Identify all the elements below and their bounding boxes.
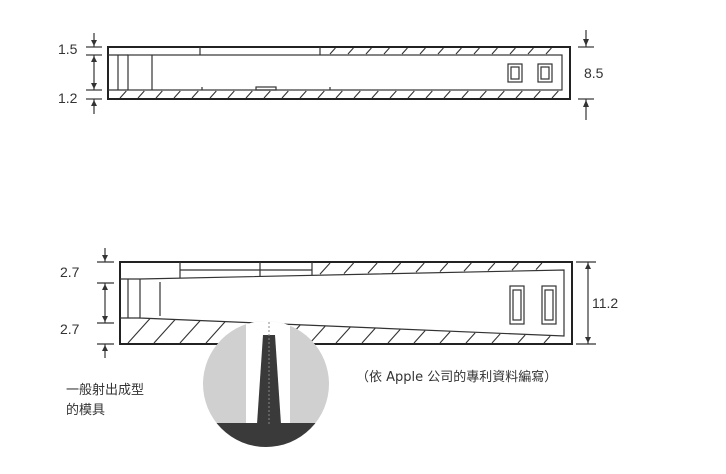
hatch-stroke bbox=[545, 47, 552, 55]
hatch-stroke bbox=[511, 262, 519, 271]
hatch-stroke bbox=[527, 47, 534, 55]
hatch-stroke bbox=[367, 262, 378, 274]
hatch-stroke bbox=[551, 90, 559, 99]
hatch-stroke bbox=[299, 90, 307, 99]
hatch-stroke bbox=[479, 90, 487, 99]
top-slot-right bbox=[537, 63, 553, 83]
hatch-stroke bbox=[473, 47, 480, 55]
hatch-stroke bbox=[535, 262, 543, 270]
hatch-stroke bbox=[329, 47, 336, 55]
hatch-stroke bbox=[491, 47, 498, 55]
dim-height-8-5: 8.5 bbox=[584, 65, 604, 81]
hatch-stroke bbox=[127, 318, 151, 344]
hatch-stroke bbox=[533, 90, 541, 99]
hatch-stroke bbox=[455, 47, 462, 55]
hatch-stroke bbox=[465, 332, 476, 344]
hatch-stroke bbox=[245, 90, 253, 99]
hatch-stroke bbox=[119, 90, 127, 99]
top-wall-hatch bbox=[329, 47, 552, 55]
hatch-stroke bbox=[461, 90, 469, 99]
bottom-wall-hatch bbox=[119, 90, 559, 99]
hatch-stroke bbox=[155, 90, 163, 99]
hatch-stroke bbox=[391, 262, 402, 274]
top-bottom-bump bbox=[255, 86, 277, 91]
top-outer-outline bbox=[107, 46, 571, 100]
hatch-stroke bbox=[543, 335, 551, 344]
dim-top-wall-2-7: 2.7 bbox=[60, 264, 80, 280]
bottom-outer-outline bbox=[119, 261, 573, 345]
hatch-stroke bbox=[487, 262, 496, 271]
hatch-stroke bbox=[343, 262, 355, 275]
hatch-stroke bbox=[205, 321, 226, 344]
hatch-stroke bbox=[173, 90, 181, 99]
dim-height-11-2: 11.2 bbox=[592, 295, 618, 311]
bottom-tapered-cavity bbox=[139, 269, 565, 337]
hatch-stroke bbox=[443, 90, 451, 99]
hatch-stroke bbox=[361, 328, 376, 344]
hatch-stroke bbox=[263, 90, 271, 99]
hatch-stroke bbox=[309, 325, 326, 344]
top-slot-left bbox=[507, 63, 523, 83]
bottom-part-section bbox=[119, 261, 573, 345]
hatch-stroke bbox=[179, 320, 201, 344]
hatch-stroke bbox=[439, 331, 451, 344]
mold-detail-circle bbox=[203, 321, 329, 447]
hatch-stroke bbox=[335, 326, 351, 344]
hatch-stroke bbox=[387, 329, 401, 344]
hatch-stroke bbox=[419, 47, 426, 55]
hatch-stroke bbox=[209, 90, 217, 99]
hatch-stroke bbox=[517, 334, 526, 344]
dim-bottom-wall-1-2: 1.2 bbox=[58, 90, 78, 106]
hatch-stroke bbox=[353, 90, 361, 99]
hatch-stroke bbox=[437, 47, 444, 55]
hatch-stroke bbox=[509, 47, 516, 55]
mold-caption-line2: 的模具 bbox=[66, 402, 105, 418]
hatch-stroke bbox=[407, 90, 415, 99]
hatch-stroke bbox=[319, 262, 331, 275]
hatch-stroke bbox=[281, 90, 289, 99]
bottom-slot-left bbox=[509, 285, 525, 325]
hatch-stroke bbox=[491, 333, 501, 344]
hatch-stroke bbox=[317, 90, 325, 99]
hatch-stroke bbox=[439, 262, 449, 273]
hatch-stroke bbox=[497, 90, 505, 99]
bottom-left-dimensions: 2.7 2.7 bbox=[60, 248, 114, 358]
hatch-stroke bbox=[463, 262, 472, 272]
hatch-stroke bbox=[425, 90, 433, 99]
hatch-stroke bbox=[371, 90, 379, 99]
dim-top-wall-1-5: 1.5 bbox=[58, 41, 78, 57]
top-right-dimension: 8.5 bbox=[578, 30, 604, 120]
bottom-slot-right bbox=[541, 285, 557, 325]
hatch-stroke bbox=[401, 47, 408, 55]
top-inner-cavity bbox=[127, 54, 563, 91]
hatch-stroke bbox=[383, 47, 390, 55]
mold-caption-line1: 一般射出成型 bbox=[66, 382, 144, 398]
hatch-stroke bbox=[191, 90, 199, 99]
bottom-bottom-wall-hatch bbox=[127, 318, 551, 344]
hatch-stroke bbox=[137, 90, 145, 99]
hatch-stroke bbox=[347, 47, 354, 55]
dim-bottom-wall-2-7: 2.7 bbox=[60, 321, 80, 337]
hatch-stroke bbox=[389, 90, 397, 99]
hatch-stroke bbox=[515, 90, 523, 99]
hatch-stroke bbox=[413, 330, 426, 344]
bottom-right-dimension: 11.2 bbox=[576, 261, 618, 345]
hatch-stroke bbox=[415, 262, 425, 273]
hatch-stroke bbox=[153, 319, 176, 344]
hatch-stroke bbox=[365, 47, 372, 55]
top-part-section bbox=[107, 46, 571, 100]
hatch-stroke bbox=[335, 90, 343, 99]
bottom-top-wall-hatch bbox=[319, 262, 543, 275]
source-note: （依 Apple 公司的專利資料編寫） bbox=[356, 369, 557, 385]
top-left-dimensions: 1.5 1.2 bbox=[58, 33, 102, 114]
hatch-stroke bbox=[227, 90, 235, 99]
